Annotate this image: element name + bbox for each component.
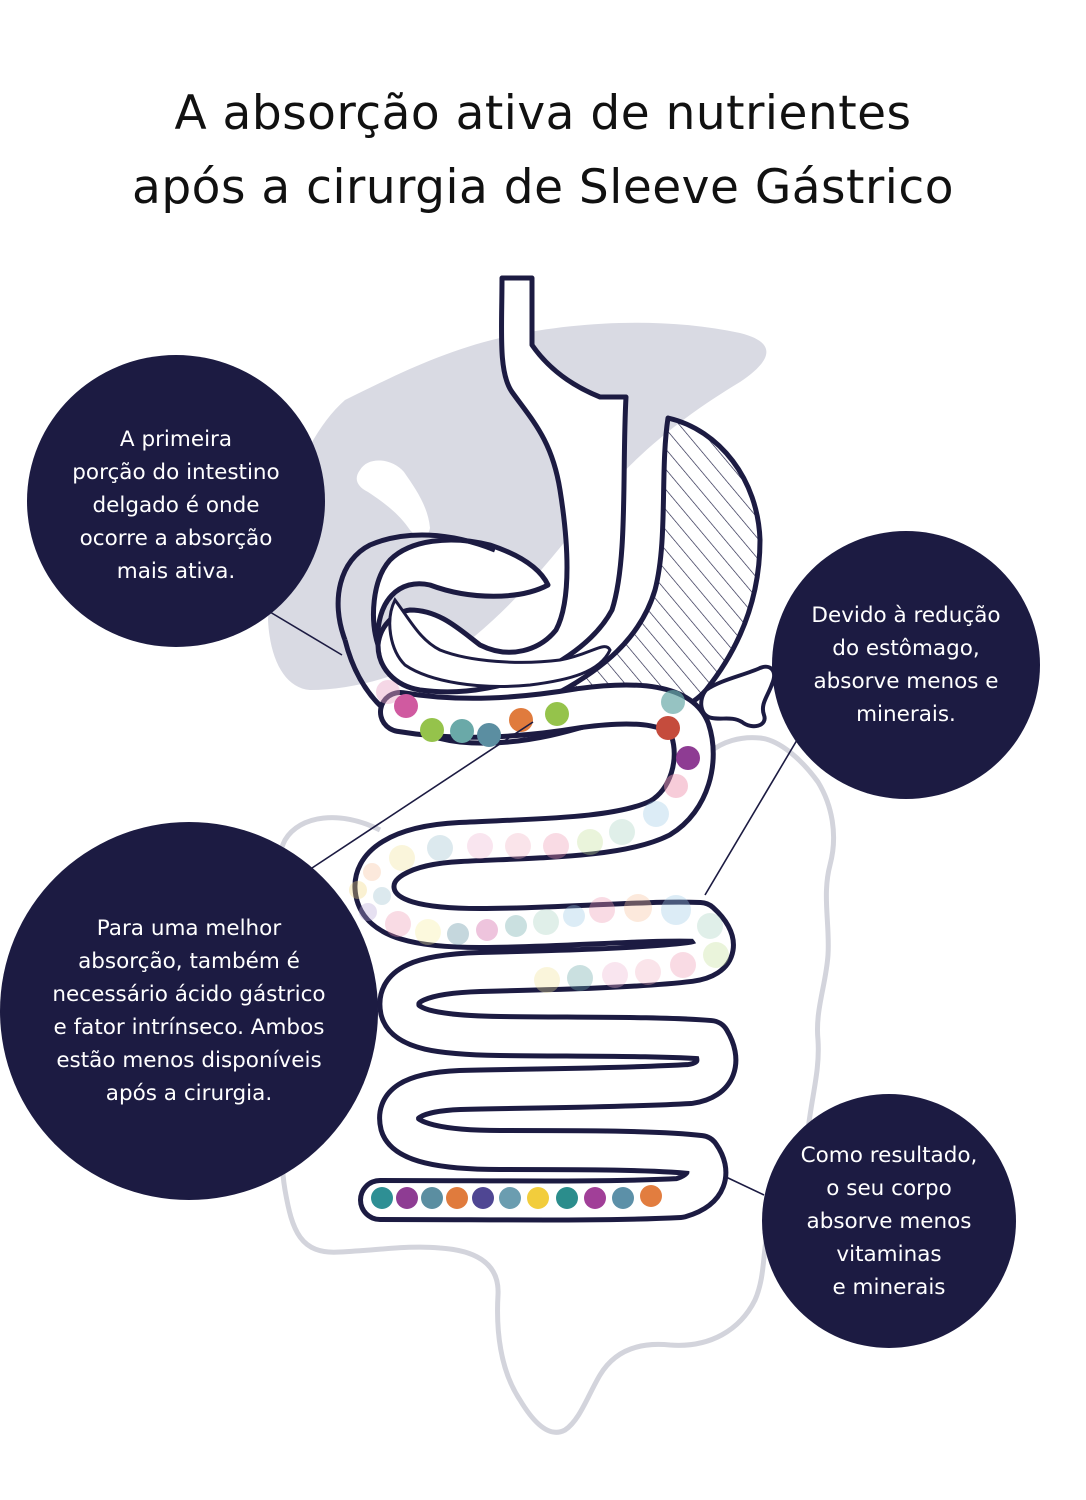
nutrient-dot	[563, 905, 585, 927]
callout-text: Para uma melhor absorção, também é neces…	[52, 912, 325, 1110]
callout-line: estão menos disponíveis	[56, 1048, 322, 1073]
callout-text: A primeira porção do intestino delgado é…	[72, 423, 279, 588]
nutrient-dot	[703, 942, 729, 968]
nutrient-dot	[584, 1187, 606, 1209]
nutrients-duodenum	[376, 680, 700, 798]
nutrient-dot	[420, 718, 444, 742]
leader-line-3	[311, 721, 534, 869]
callout-line: após a cirurgia.	[105, 1081, 273, 1106]
callout-line: Como resultado,	[800, 1142, 978, 1168]
nutrient-dot	[499, 1187, 521, 1209]
nutrient-dot	[640, 1185, 662, 1207]
nutrient-dot	[477, 723, 501, 747]
nutrient-dot	[427, 835, 453, 861]
nutrient-dot	[612, 1187, 634, 1209]
nutrient-dot	[472, 1187, 494, 1209]
nutrient-dot	[670, 952, 696, 978]
nutrient-dot	[567, 965, 593, 991]
nutrient-dot	[421, 1187, 443, 1209]
title-line-2: após a cirurgia de Sleeve Gástrico	[132, 160, 954, 215]
callout-line: absorção, também é	[78, 949, 300, 974]
callout-text: Devido à redução do estômago, absorve me…	[811, 599, 1000, 731]
spleen-frill	[699, 664, 777, 729]
small-intestine-inner	[357, 687, 734, 1218]
callout-text: Como resultado, o seu corpo absorve meno…	[801, 1139, 978, 1304]
callout-line: absorve menos e	[813, 669, 999, 694]
nutrient-dot	[656, 716, 680, 740]
nutrient-dot	[609, 819, 635, 845]
nutrient-dot	[661, 895, 691, 925]
callout-line: necessário ácido gástrico	[52, 982, 326, 1007]
title-line-1: A absorção ativa de nutrientes	[174, 86, 912, 141]
nutrient-dot	[359, 903, 377, 921]
callout-line: minerais.	[856, 702, 956, 727]
leader-line-2	[704, 734, 801, 896]
nutrient-dot	[624, 894, 652, 922]
nutrient-dot	[664, 774, 688, 798]
nutrient-dot	[661, 690, 685, 714]
nutrient-dot	[385, 911, 411, 937]
nutrient-dot	[446, 1187, 468, 1209]
nutrient-dot	[467, 833, 493, 859]
nutrient-dot	[373, 887, 391, 905]
callout-line: delgado é onde	[92, 492, 260, 518]
liver-shape	[268, 322, 767, 690]
nutrient-dot	[589, 897, 615, 923]
nutrient-dot	[509, 708, 533, 732]
callout-line: o seu corpo	[826, 1175, 952, 1201]
nutrient-dot	[371, 1187, 393, 1209]
callout-line: porção do intestino	[72, 459, 280, 485]
callout-line: do estômago,	[832, 636, 980, 661]
nutrient-dot	[643, 801, 669, 827]
callout-result: Como resultado, o seu corpo absorve meno…	[762, 1094, 1016, 1348]
callout-line: ocorre a absorção	[79, 525, 273, 551]
nutrient-dot	[556, 1187, 578, 1209]
nutrient-dot	[415, 919, 441, 945]
nutrient-dot	[450, 719, 474, 743]
callout-line: e minerais	[832, 1274, 946, 1300]
nutrients-ileum	[371, 1185, 662, 1209]
callout-line: absorve menos	[806, 1208, 972, 1234]
nutrient-dot	[363, 863, 381, 881]
callout-first-portion: A primeira porção do intestino delgado é…	[27, 355, 325, 647]
nutrient-dot	[505, 915, 527, 937]
nutrient-dot	[577, 829, 603, 855]
nutrient-dot	[394, 694, 418, 718]
leader-line-4	[725, 1176, 765, 1196]
nutrient-dot	[447, 923, 469, 945]
pancreas-outline	[388, 597, 612, 688]
nutrient-dot	[376, 680, 400, 704]
nutrient-dot	[476, 919, 498, 941]
nutrient-dot	[602, 962, 628, 988]
callout-gastric-acid: Para uma melhor absorção, também é neces…	[0, 822, 378, 1200]
callout-line: Para uma melhor	[96, 916, 282, 941]
nutrient-dot	[349, 881, 367, 899]
duodenum-outline	[371, 537, 551, 648]
nutrient-dot	[389, 845, 415, 871]
callout-line: e fator intrínseco. Ambos	[53, 1015, 325, 1040]
nutrient-dot	[533, 909, 559, 935]
callout-stomach-reduction: Devido à redução do estômago, absorve me…	[772, 531, 1040, 799]
nutrients-jejunum	[349, 801, 729, 993]
nutrient-dot	[534, 967, 560, 993]
callout-line: mais ativa.	[116, 558, 236, 584]
nutrient-dot	[527, 1187, 549, 1209]
callout-line: vitaminas	[836, 1241, 942, 1267]
callout-line: Devido à redução	[811, 603, 1001, 628]
nutrient-dot	[545, 702, 569, 726]
nutrient-dot	[676, 746, 700, 770]
nutrient-dot	[505, 833, 531, 859]
nutrient-dot	[396, 1187, 418, 1209]
gallbladder-shape	[356, 460, 430, 538]
nutrient-dot	[697, 913, 723, 939]
leader-line-1	[269, 611, 343, 656]
nutrient-dot	[635, 959, 661, 985]
callout-line: A primeira	[119, 426, 233, 452]
nutrient-dot	[543, 833, 569, 859]
stomach-outline	[375, 275, 629, 695]
